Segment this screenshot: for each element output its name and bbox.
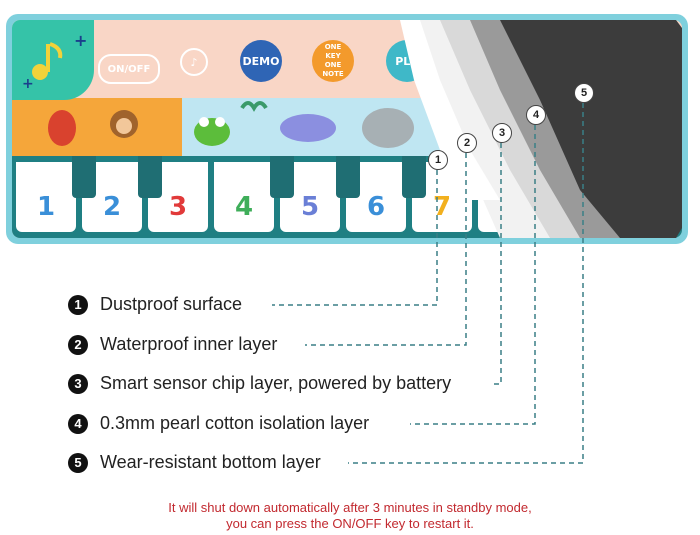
callout-number: 4 — [68, 413, 88, 434]
black-key[interactable] — [270, 156, 294, 198]
standby-note-line-2: you can press the ON/OFF key to restart … — [226, 516, 474, 531]
animal-illustrations — [48, 101, 414, 148]
mat-surface: + + ON/OFF ♪ DEMO ONE KEY ONE NOTE PLA — [12, 20, 682, 238]
key-label: 6 — [366, 192, 386, 222]
callout-text: Smart sensor chip layer, powered by batt… — [100, 373, 452, 393]
callout-number: 3 — [68, 373, 88, 394]
key-label: 2 — [564, 192, 584, 222]
key-label: 1 — [36, 192, 56, 222]
play-button[interactable]: PLA — [386, 40, 428, 82]
key-label: 2 — [102, 192, 122, 222]
standby-note: It will shut down automatically after 3 … — [0, 500, 700, 532]
key-label: 4 — [234, 192, 254, 222]
svg-text:+: + — [74, 31, 87, 50]
demo-label: DEMO — [242, 54, 280, 68]
callout-text: 0.3mm pearl cotton isolation layer — [100, 413, 370, 433]
black-key[interactable] — [534, 156, 558, 198]
callout-number: 2 — [68, 334, 88, 355]
piano-mat: + + ON/OFF ♪ DEMO ONE KEY ONE NOTE PLA — [6, 14, 688, 244]
callout-pearl-cotton: 4 0.3mm pearl cotton isolation layer — [68, 413, 369, 434]
on-off-label: ON/OFF — [107, 63, 151, 75]
hippo-icon — [280, 114, 336, 142]
layer-number-3: 3 — [492, 123, 512, 143]
callout-text: Wear-resistant bottom layer — [100, 452, 321, 472]
callout-text: Waterproof inner layer — [100, 334, 278, 354]
parrot-icon — [48, 110, 76, 146]
black-key[interactable] — [336, 156, 360, 198]
black-key[interactable] — [72, 156, 96, 198]
piano-key[interactable]: 4 — [214, 162, 274, 232]
piano-key[interactable]: 1 — [16, 162, 76, 232]
layer-number-1: 1 — [428, 150, 448, 170]
sound-mode-icon[interactable]: ♪ — [180, 48, 208, 76]
black-key[interactable] — [600, 156, 624, 198]
black-key[interactable] — [402, 156, 426, 198]
layer-number-5: 5 — [574, 83, 594, 103]
callout-text: Dustproof surface — [100, 294, 243, 314]
one-key-one-note-button[interactable]: ONE KEY ONE NOTE — [312, 40, 354, 82]
one-key-label: ONE KEY ONE NOTE — [322, 43, 344, 78]
piano-key[interactable]: i — [478, 162, 538, 232]
standby-note-line-1: It will shut down automatically after 3 … — [168, 500, 532, 515]
music-note-icon: + + — [22, 31, 87, 92]
on-off-button[interactable]: ON/OFF — [98, 54, 160, 84]
svg-text:+: + — [22, 76, 34, 92]
demo-button[interactable]: DEMO — [240, 40, 282, 82]
piano-keys: 1 2 3 4 5 6 7 i 2 — [12, 156, 682, 238]
key-label: i — [503, 192, 513, 222]
callout-sensor: 3 Smart sensor chip layer, powered by ba… — [68, 373, 451, 394]
play-label: PLA — [395, 54, 419, 68]
callout-number: 1 — [68, 294, 88, 315]
animal-scene-left — [12, 98, 182, 156]
key-label: 3 — [168, 192, 188, 222]
callout-waterproof: 2 Waterproof inner layer — [68, 334, 277, 355]
key-label: 7 — [432, 192, 452, 222]
layer-number-2: 2 — [457, 133, 477, 153]
layer-number-4: 4 — [526, 105, 546, 125]
key-label: 5 — [300, 192, 320, 222]
callout-bottom: 5 Wear-resistant bottom layer — [68, 452, 321, 473]
callout-dustproof: 1 Dustproof surface — [68, 294, 242, 315]
callout-number: 5 — [68, 452, 88, 473]
black-key[interactable] — [138, 156, 162, 198]
speaker-panel: + + — [12, 20, 94, 100]
elephant-icon — [362, 108, 414, 148]
